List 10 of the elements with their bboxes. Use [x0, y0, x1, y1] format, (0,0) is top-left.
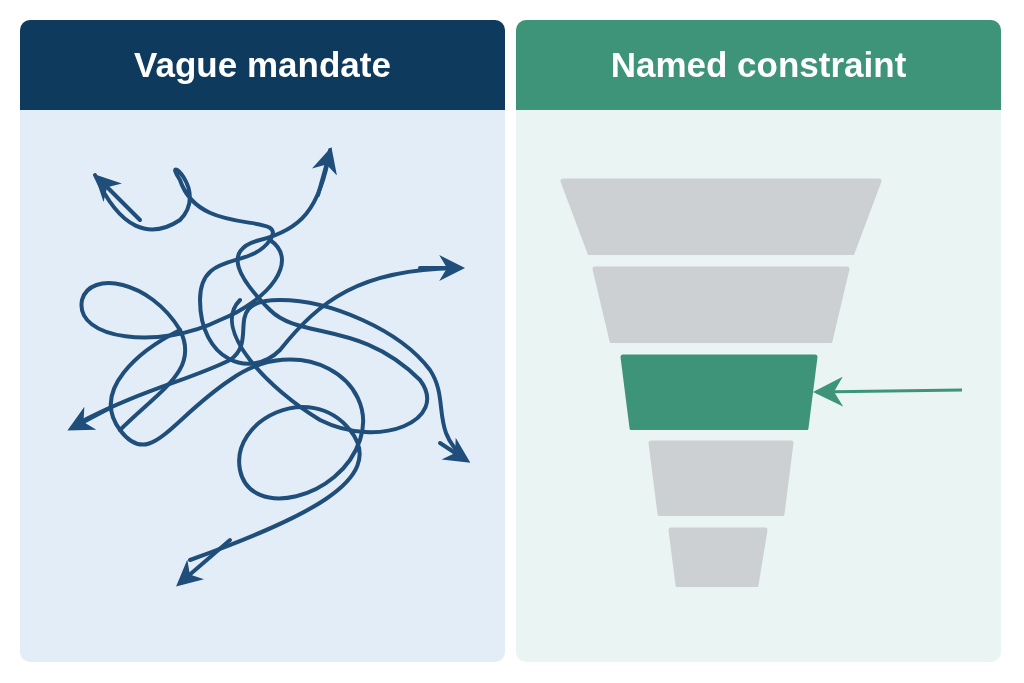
panel — [516, 20, 1001, 662]
panel-title: Vague mandate — [134, 45, 391, 85]
funnel-layer — [668, 527, 768, 587]
funnel-layer — [592, 266, 850, 343]
panel-title: Named constraint — [610, 45, 907, 85]
panel — [20, 20, 505, 662]
funnel-layer — [560, 178, 882, 255]
arrow — [813, 376, 963, 407]
funnel-layer — [648, 440, 794, 516]
highlighted-funnel-layer — [620, 354, 818, 430]
